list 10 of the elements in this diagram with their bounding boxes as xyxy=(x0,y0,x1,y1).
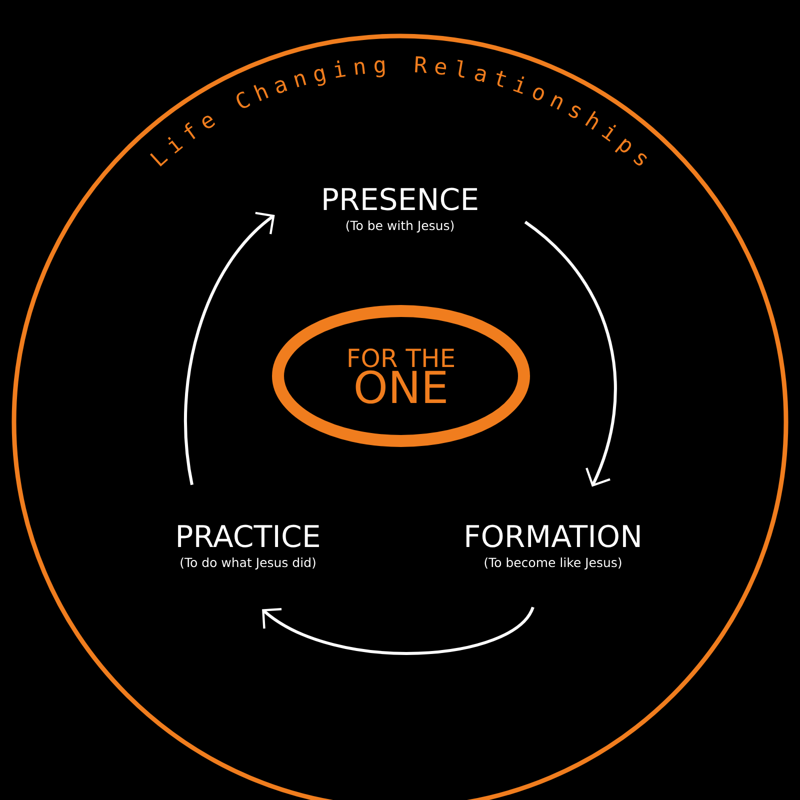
stage-caption: (To do what Jesus did) xyxy=(180,558,316,570)
stage-heading: PRESENCE xyxy=(324,188,478,210)
loop-badge: FOR THE ONE xyxy=(272,305,530,447)
curved-arrow xyxy=(184,212,275,486)
curved-arrow xyxy=(262,606,534,655)
stage-heading: FORMATION xyxy=(466,524,640,548)
curved-arrow xyxy=(524,220,617,487)
stage-caption: (To be with Jesus) xyxy=(346,220,454,232)
stage-caption: (To become like Jesus) xyxy=(484,558,622,570)
stage-heading: PRACTICE xyxy=(178,524,319,548)
